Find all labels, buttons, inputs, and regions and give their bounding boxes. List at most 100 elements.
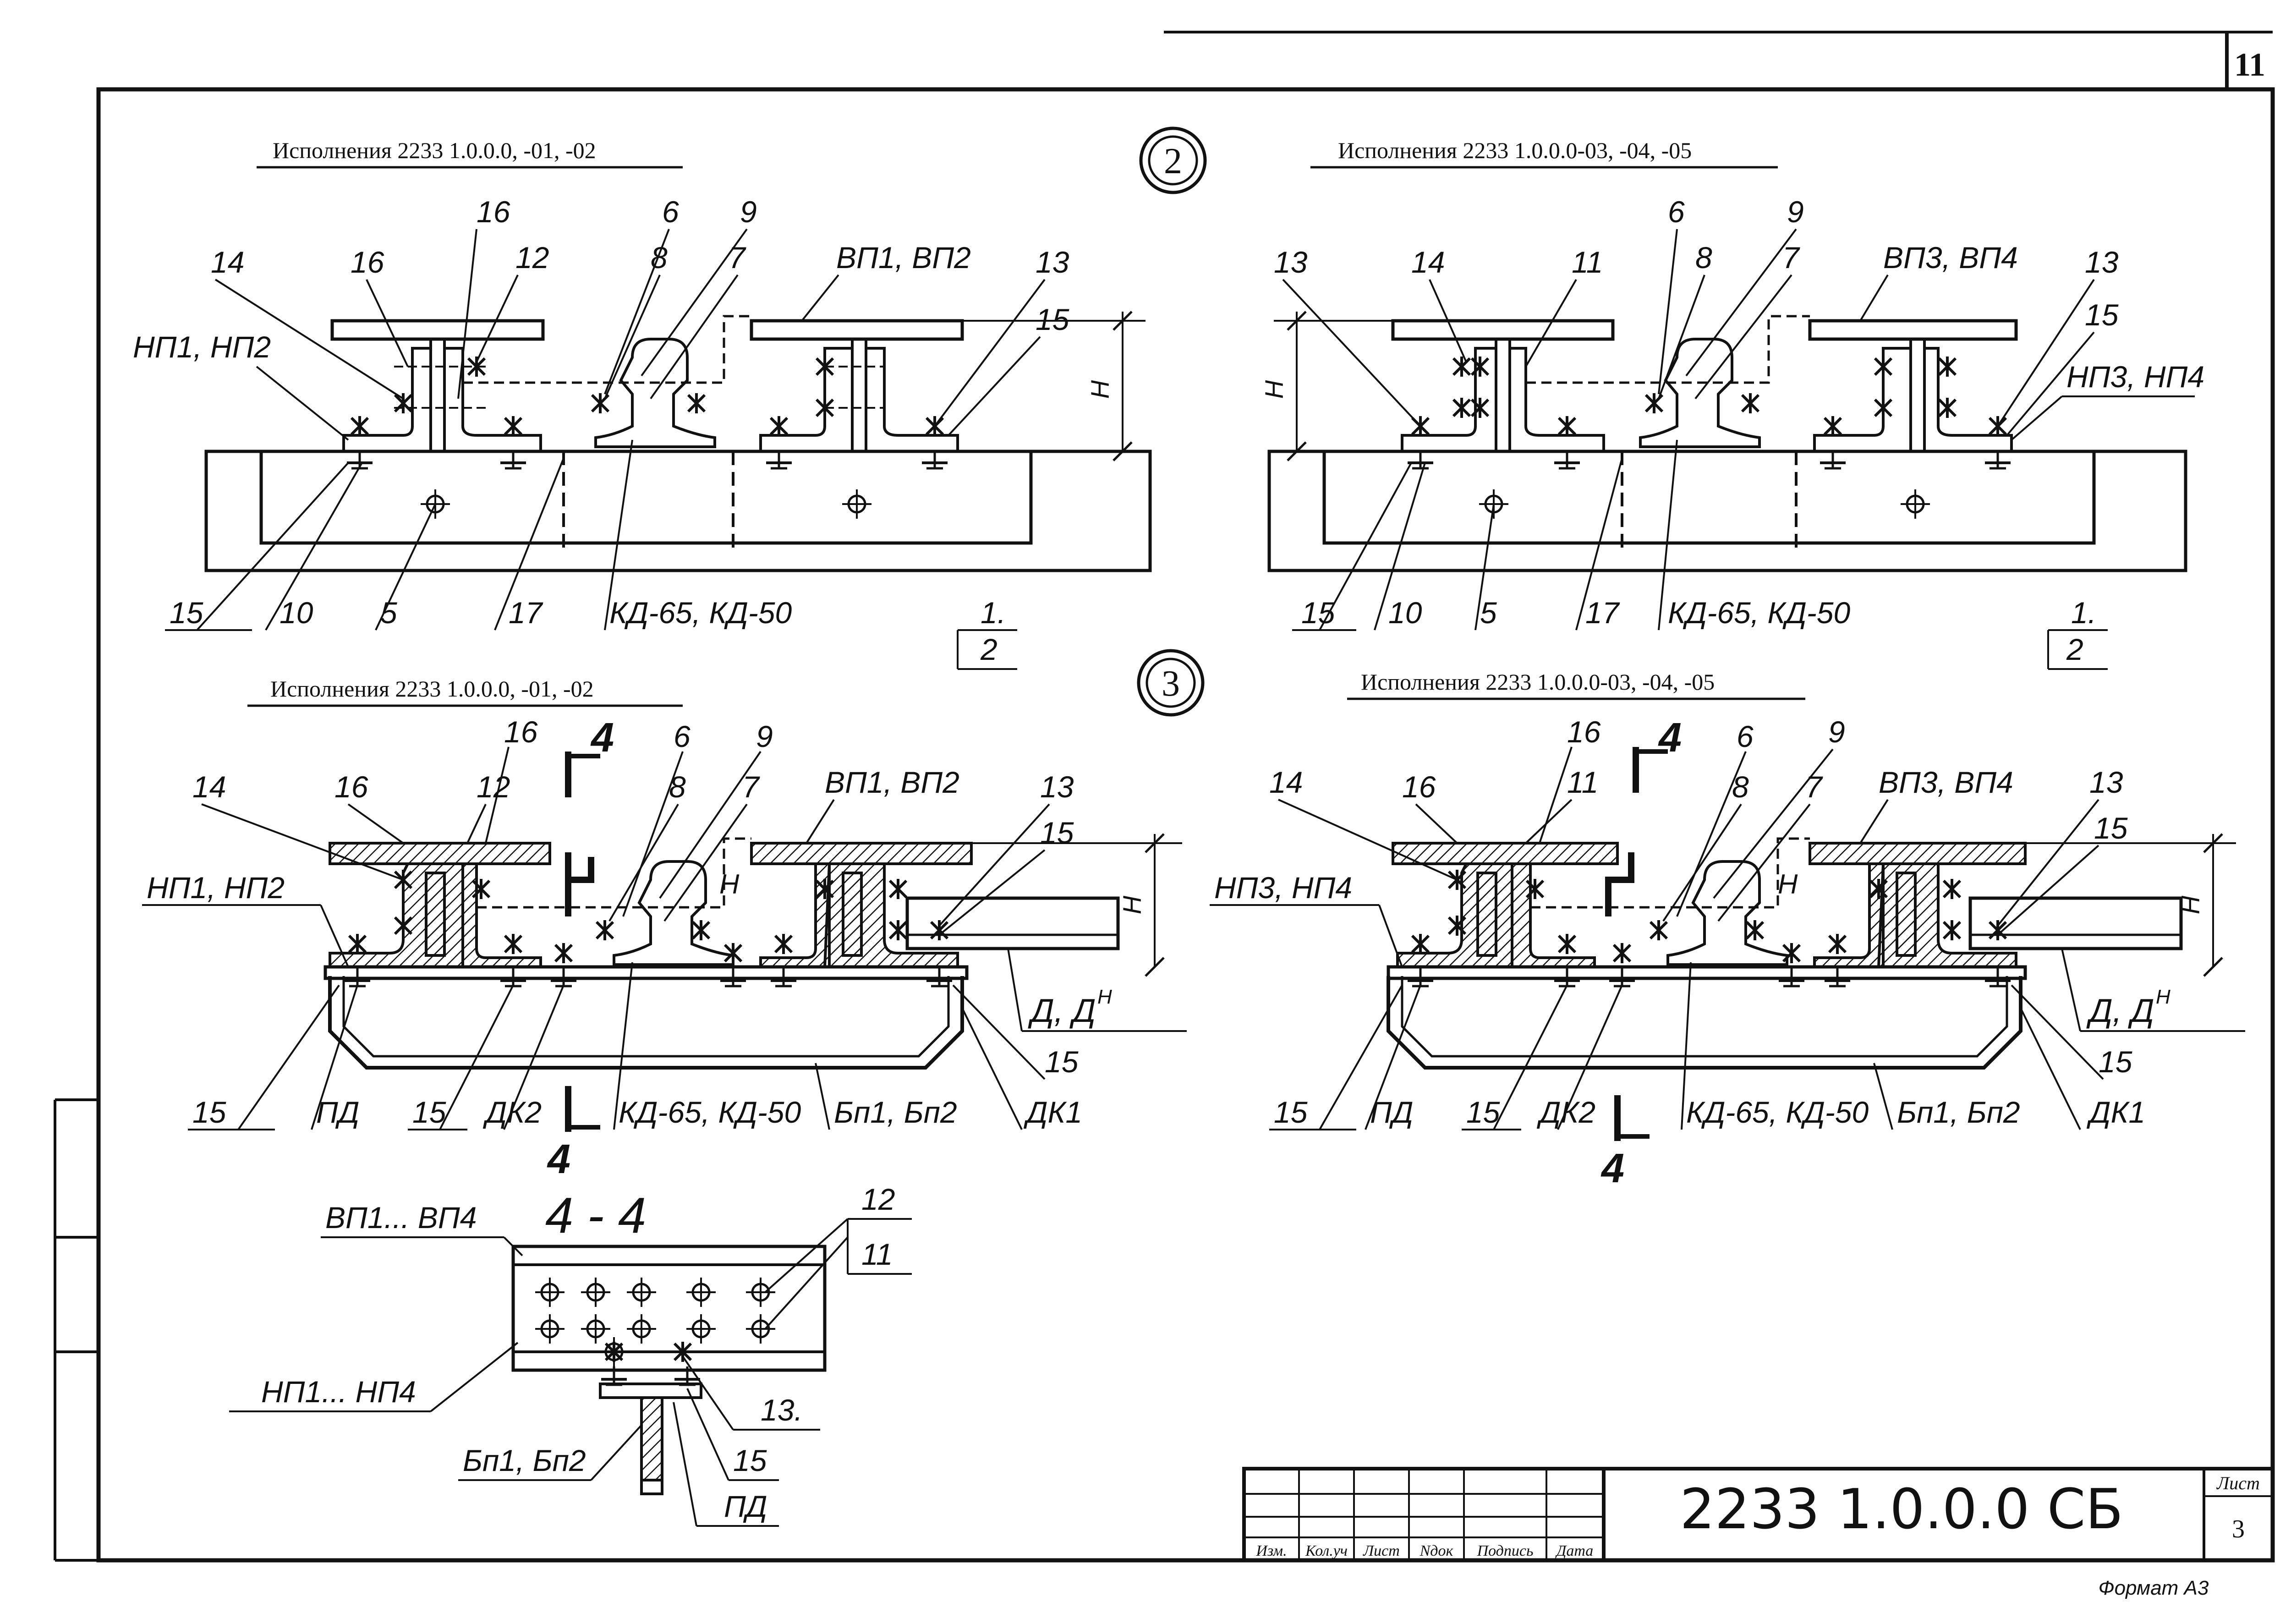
v2l-label-vp: ВП1, ВП2 — [836, 241, 971, 274]
v2r-label-17: 17 — [1585, 596, 1620, 630]
title-col-ndok: Nдок — [1420, 1542, 1454, 1559]
view2-left-dim-h: H — [1085, 380, 1114, 399]
v3r-label-16a: 16 — [1567, 715, 1601, 749]
v2l-label-16a: 16 — [351, 245, 384, 279]
v3l-label-vp: ВП1, ВП2 — [825, 765, 959, 799]
v3r-label-9: 9 — [1828, 715, 1845, 749]
v3r-label-14: 14 — [1269, 765, 1303, 799]
s44-leaders — [229, 1218, 912, 1527]
v3l-label-pd: ПД — [316, 1095, 359, 1129]
v3r-label-15top: 15 — [2094, 811, 2128, 845]
v2r-leaders — [1282, 228, 2195, 670]
s44-label-11: 11 — [861, 1237, 893, 1271]
v2l-label-10: 10 — [280, 596, 313, 630]
v3r-label-7: 7 — [1805, 770, 1823, 804]
view3-right-dim-h: H — [2176, 895, 2205, 914]
v2r-label-kd: КД-65, КД-50 — [1668, 596, 1850, 630]
section44-title: 4 - 4 — [545, 1187, 646, 1244]
v2l-label-kd: КД-65, КД-50 — [609, 596, 792, 630]
v3r-label-vp: ВП3, ВП4 — [1879, 765, 2013, 799]
v3l-label-12: 12 — [477, 770, 510, 804]
v3l-label-6: 6 — [674, 719, 691, 753]
v3l-label-13: 13 — [1040, 770, 1074, 804]
v3l-label-d: Д, Д — [1028, 993, 1096, 1029]
v3r-label-kd: КД-65, КД-50 — [1686, 1095, 1869, 1129]
v3r-label-bp: Бп1, Бп2 — [1897, 1095, 2020, 1129]
v2l-label-9: 9 — [740, 195, 757, 229]
v3r-label-dk1: ДК1 — [2086, 1095, 2145, 1129]
v3r-label-8: 8 — [1732, 770, 1749, 804]
document-code: 2233 1.0.0.0 СБ — [1680, 1478, 2123, 1542]
v3l-label-15a: 15 — [192, 1095, 226, 1129]
s44-label-12: 12 — [861, 1182, 895, 1216]
v2l-label-14: 14 — [211, 245, 244, 279]
v2l-label-6: 6 — [662, 195, 679, 229]
v3r-label-16b: 16 — [1402, 770, 1436, 804]
v2l-label-2: 2 — [980, 632, 998, 666]
v2l-label-13: 13 — [1036, 245, 1069, 279]
sheet-label: Лист — [2216, 1473, 2260, 1493]
v2l-label-15top: 15 — [1036, 302, 1069, 336]
page-number: 11 — [2234, 46, 2265, 83]
v3r-label-15a: 15 — [1274, 1095, 1308, 1129]
v3l-label-bp: Бп1, Бп2 — [834, 1095, 957, 1129]
v3r-label-13: 13 — [2089, 765, 2123, 799]
v2l-label-17: 17 — [509, 596, 543, 630]
v3l-label-9: 9 — [756, 719, 773, 753]
v3l-label-16b: 16 — [334, 770, 368, 804]
view2-right-drawing — [1267, 311, 2187, 572]
title-col-podpis: Подпись — [1477, 1542, 1534, 1559]
v2r-label-5: 5 — [1480, 596, 1497, 630]
title-col-kol: Кол.уч — [1305, 1542, 1348, 1559]
s44-label-vp: ВП1... ВП4 — [325, 1201, 477, 1234]
view3-left-caption: Исполнения 2233 1.0.0.0, -01, -02 — [270, 676, 594, 702]
v2r-label-7: 7 — [1782, 241, 1800, 274]
v3r-label-h: H — [1778, 869, 1798, 900]
v2r-label-vp: ВП3, ВП4 — [1883, 241, 2018, 274]
v3l-label-14: 14 — [192, 770, 226, 804]
view-marker-2 — [1139, 126, 1207, 194]
view3-left-dim-h: H — [1118, 895, 1146, 914]
s44-label-np: НП1... НП4 — [261, 1375, 416, 1409]
v2r-label-11: 11 — [1572, 245, 1603, 279]
v3r-label-15b: 15 — [1466, 1095, 1500, 1129]
v3r-label-11: 11 — [1567, 765, 1599, 799]
v2r-label-np: НП3, НП4 — [2066, 360, 2204, 394]
v3l-label-15c: 15 — [1045, 1045, 1079, 1079]
v2l-label-12: 12 — [515, 241, 549, 274]
view3-right-caption: Исполнения 2233 1.0.0.0-03, -04, -05 — [1361, 669, 1715, 695]
sheet-number: 3 — [2232, 1515, 2245, 1543]
v2r-label-10: 10 — [1388, 596, 1422, 630]
v2r-label-9: 9 — [1787, 195, 1804, 229]
v3r-label-15c: 15 — [2099, 1045, 2132, 1079]
v3l-label-d-sup: Н — [1097, 986, 1112, 1008]
v3l-label-np: НП1, НП2 — [147, 871, 285, 905]
v3l-label-16a: 16 — [504, 715, 538, 749]
v3l-label-15b: 15 — [412, 1095, 446, 1129]
v3l-label-4bot: 4 — [547, 1136, 570, 1182]
v2l-label-1: 1. — [981, 596, 1006, 630]
view-marker-3-text: 3 — [1162, 664, 1180, 704]
v3l-label-dk1: ДК1 — [1023, 1095, 1082, 1129]
v2r-label-15top: 15 — [2085, 298, 2119, 332]
title-block — [1242, 1467, 2275, 1562]
view-marker-2-text: 2 — [1164, 141, 1182, 181]
v2r-label-6: 6 — [1668, 195, 1685, 229]
v2l-leaders — [165, 228, 1046, 670]
v3l-label-15top: 15 — [1040, 816, 1074, 850]
section44-drawing — [511, 1245, 827, 1495]
s44-label-15: 15 — [733, 1443, 767, 1477]
s44-label-bp: Бп1, Бп2 — [463, 1443, 586, 1477]
v2l-label-np: НП1, НП2 — [133, 330, 271, 364]
v2l-label-16b: 16 — [477, 195, 510, 229]
view2-right-caption: Исполнения 2233 1.0.0.0-03, -04, -05 — [1338, 137, 1692, 163]
view-marker-3 — [1137, 649, 1205, 717]
v2l-label-7: 7 — [729, 241, 746, 274]
title-col-list: Лист — [1363, 1542, 1400, 1559]
s44-label-13: 13. — [761, 1393, 803, 1427]
v2r-label-14: 14 — [1411, 245, 1445, 279]
v2r-label-8: 8 — [1695, 241, 1712, 274]
v2r-label-13a: 13 — [1274, 245, 1308, 279]
v3r-label-4bot: 4 — [1600, 1146, 1624, 1191]
